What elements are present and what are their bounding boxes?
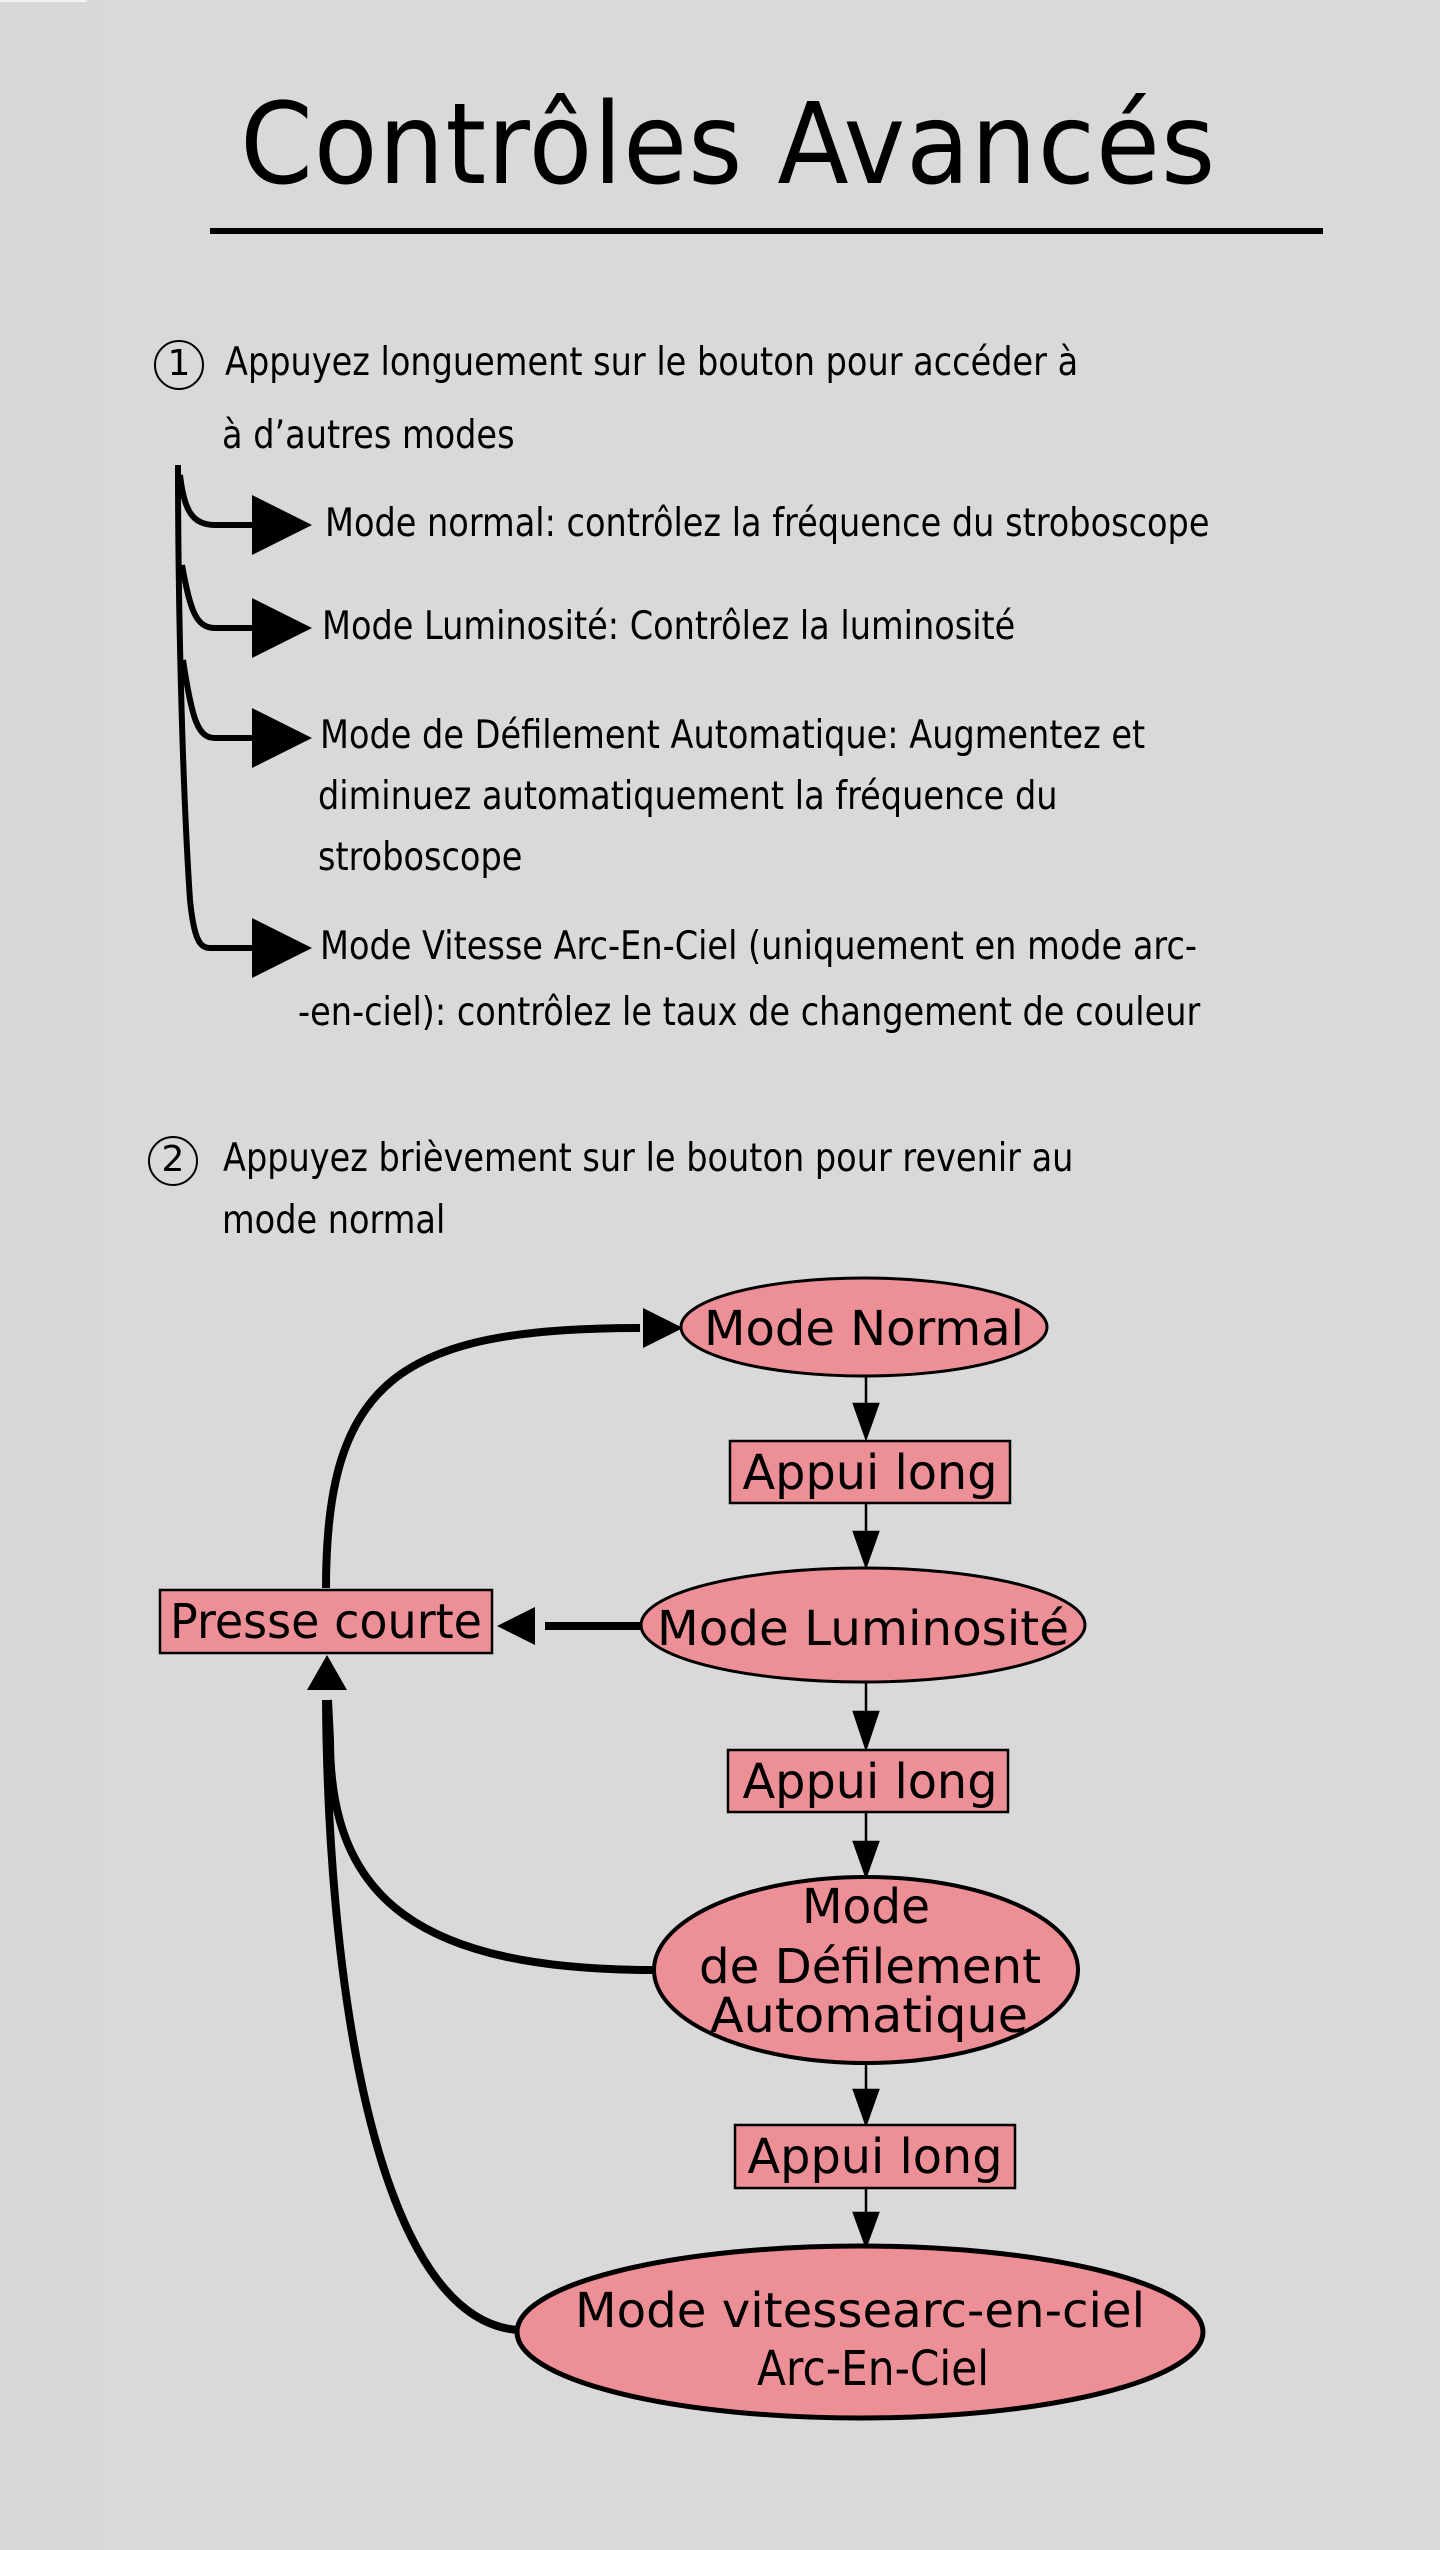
edge-mode-defilement-to-short-press: [324, 1699, 656, 1974]
arrowhead-down: [852, 2088, 880, 2128]
mode-item-4-line-1: Mode Vitesse Arc-En-Ciel (uniquement en …: [320, 924, 1198, 969]
node-long-press-3: [733, 2123, 1017, 2190]
arrowhead-down: [852, 1710, 880, 1752]
arrow-right-icon: [252, 918, 312, 978]
tree-branch-3: [180, 659, 262, 741]
step-1-circled-number-icon: 1: [154, 340, 204, 390]
arrow-right-icon: [252, 708, 312, 768]
arrowhead-up-to-short-press: [307, 1655, 347, 1690]
mode-item-3-line-1: Mode de Défilement Automatique: Augmente…: [320, 713, 1146, 758]
mode-item-3-line-3: stroboscope: [318, 835, 523, 880]
title-underline: [210, 228, 1323, 234]
label-mode-defilement-line-3: Automatique: [710, 1988, 1028, 2044]
node-long-press-2: [726, 1748, 1010, 1814]
edge-short-press-to-mode-normal: [322, 1324, 641, 1589]
mode-item-4-line-2: -en-ciel): contrôlez le taux de changeme…: [298, 990, 1201, 1035]
mode-item-2-line-1: Mode Luminosité: Contrôlez la luminosité: [322, 604, 1016, 649]
step-1-text-line-2: à d’autres modes: [222, 413, 515, 458]
arrowhead-down: [852, 1840, 880, 1880]
node-mode-vitesse: [514, 2243, 1206, 2421]
node-mode-defilement: [652, 1875, 1080, 2065]
page-title: Contrôles Avancés: [240, 80, 1217, 210]
label-mode-luminosite: Mode Luminosité: [657, 1601, 1069, 1657]
label-long-press-2: Appui long: [743, 1754, 998, 1810]
arrow-right-icon: [252, 495, 312, 555]
label-mode-vitesse-line-1: Mode vitessearc-en-ciel: [575, 2283, 1145, 2339]
tree-branch-2: [179, 564, 262, 631]
label-mode-vitesse-line-2: Arc-En-Ciel: [757, 2341, 989, 2397]
label-mode-normal: Mode Normal: [704, 1301, 1024, 1357]
label-short-press: Presse courte: [170, 1594, 482, 1650]
step-2-circled-number-icon: 2: [148, 1136, 198, 1186]
step-2-text-line-2: mode normal: [222, 1198, 446, 1243]
arrowhead-down: [852, 2211, 880, 2250]
arrowhead-to-short-press: [497, 1607, 535, 1645]
step-1-text-line-1: Appuyez longuement sur le bouton pour ac…: [225, 340, 1079, 385]
edge-mode-vitesse-to-short-press: [322, 1699, 519, 2334]
node-mode-normal: [679, 1276, 1049, 1378]
node-short-press: [158, 1588, 494, 1655]
arrow-right-icon: [252, 598, 312, 658]
label-mode-defilement-line-1: Mode: [802, 1879, 930, 1935]
left-margin-band: [0, 0, 100, 2550]
mode-item-3-line-2: diminuez automatiquement la fréquence du: [318, 774, 1058, 819]
arrowhead-down: [852, 1402, 880, 1442]
label-long-press-3: Appui long: [748, 2129, 1003, 2185]
label-long-press-1: Appui long: [743, 1445, 998, 1501]
tree-stem: [175, 464, 262, 951]
arrowhead-down: [852, 1530, 880, 1570]
node-mode-luminosite: [639, 1566, 1087, 1684]
tree-branch-1: [177, 474, 262, 528]
label-mode-defilement-line-2: de Défilement: [699, 1939, 1041, 1995]
arrowhead-to-mode-normal: [643, 1308, 683, 1348]
node-long-press-1: [728, 1439, 1012, 1505]
step-2-text-line-1: Appuyez brièvement sur le bouton pour re…: [223, 1136, 1074, 1181]
top-edge-line: [0, 0, 87, 2]
mode-item-1-line-1: Mode normal: contrôlez la fréquence du s…: [325, 501, 1210, 546]
